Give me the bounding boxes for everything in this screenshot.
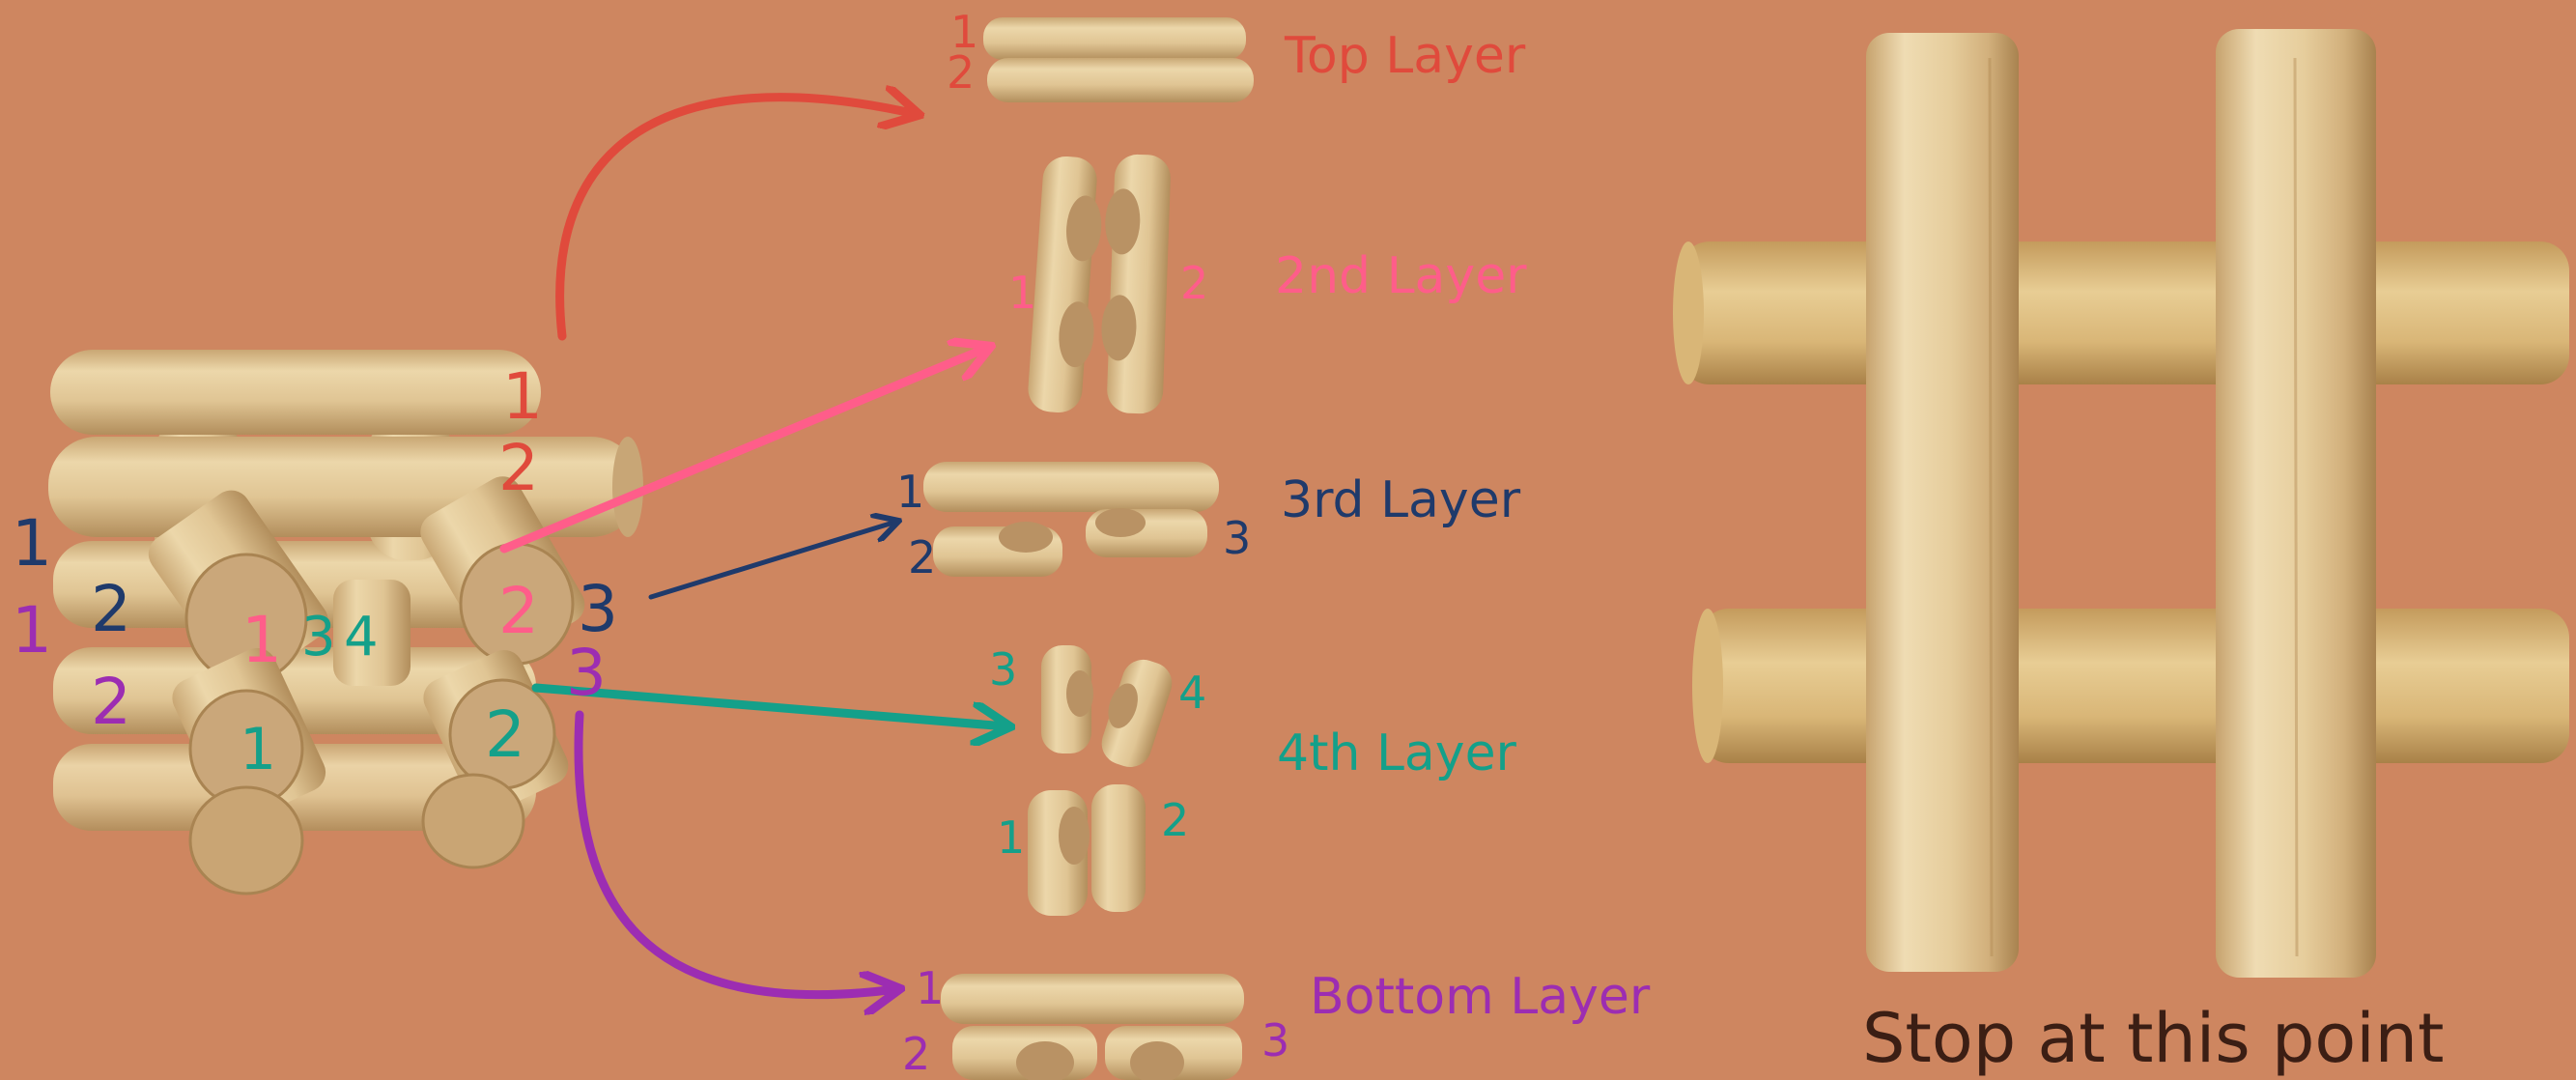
top-piece-number: 2: [947, 50, 975, 95]
assembly-top-number: 2: [498, 437, 539, 500]
assembly-fourth-number: 2: [485, 703, 525, 767]
fourth-layer-title: 4th Layer: [1277, 728, 1516, 779]
fourth-layer-arrow: [536, 688, 1006, 726]
bottom-layer-pieces: [941, 974, 1244, 1080]
stop-caption: Stop at this point: [1862, 1005, 2445, 1072]
top-layer-pieces: [983, 17, 1254, 102]
assembly-bottom-number: 1: [12, 599, 52, 663]
fourth-piece-number: 3: [989, 647, 1017, 692]
third-piece-number: 3: [1223, 516, 1251, 560]
assembly-fourth-number: 4: [344, 611, 379, 665]
top-layer-title: Top Layer: [1285, 31, 1525, 81]
third-piece-number: 1: [896, 469, 924, 514]
assembly-fourth-number: 3: [301, 611, 336, 665]
bottom-piece-number: 1: [916, 966, 944, 1010]
assembly-top-number: 1: [502, 365, 543, 429]
second-piece-number: 1: [1008, 270, 1036, 315]
assembly-second-number: 2: [498, 580, 539, 643]
bottom-piece-number: 3: [1261, 1018, 1289, 1063]
bottom-piece-number: 2: [902, 1032, 930, 1076]
bottom-layer-arrow: [579, 715, 896, 995]
third-piece-number: 2: [908, 535, 936, 580]
bottom-layer-title: Bottom Layer: [1310, 972, 1650, 1022]
fourth-layer-pieces: [1028, 645, 1177, 916]
assembly-third-number: 3: [578, 578, 618, 641]
assembly-fourth-number: 1: [240, 721, 276, 779]
fourth-piece-number: 1: [997, 815, 1025, 860]
third-layer-title: 3rd Layer: [1281, 475, 1520, 526]
assembly-third-number: 1: [12, 512, 52, 576]
fourth-piece-number: 4: [1178, 670, 1206, 715]
assembly-second-number: 1: [241, 609, 282, 672]
fourth-piece-number: 2: [1161, 798, 1189, 842]
second-layer-pieces: [1027, 154, 1172, 414]
second-piece-number: 2: [1180, 261, 1208, 305]
third-layer-arrow: [651, 522, 896, 597]
second-layer-title: 2nd Layer: [1275, 251, 1527, 301]
top-layer-arrow: [560, 98, 916, 336]
assembly-third-number: 2: [91, 578, 131, 641]
assembly-bottom-number: 2: [91, 670, 131, 734]
hash-assembly-photo: [1673, 29, 2569, 978]
third-layer-pieces: [923, 462, 1219, 577]
assembly-bottom-number: 3: [566, 641, 607, 705]
